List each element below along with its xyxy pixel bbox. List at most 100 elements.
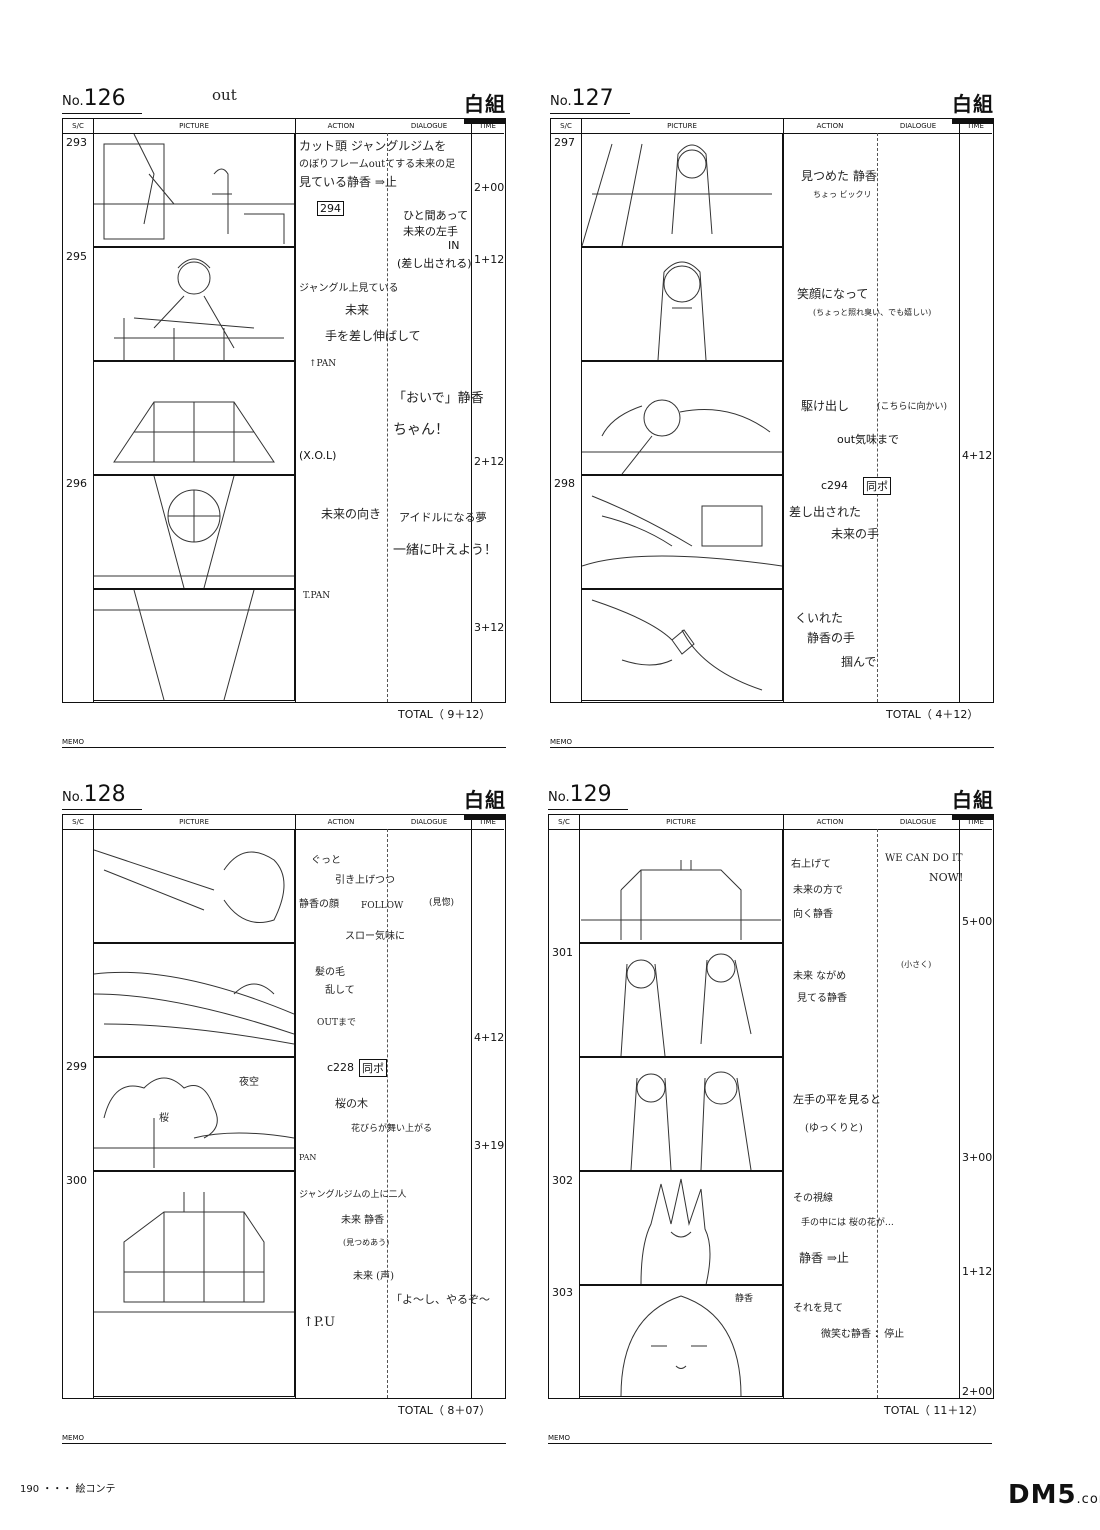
action-note: くいれた [795,611,844,625]
studio-name: 白組 [952,88,994,124]
action-note: 向く静香 [793,909,833,920]
dialogue-note: (小さく) [901,960,932,969]
header-time: TIME [959,815,992,830]
cut-number: 296 [66,477,87,490]
picture-panel [579,829,783,943]
action-note: 静香 ⇒止 [799,1251,849,1265]
action-note: FOLLOW [361,901,404,911]
action-note: ジャングルジムの上に二人 [299,1190,407,1200]
action-note: 未来の向き [321,507,382,521]
dialogue-note: WE CAN DO IT [885,853,963,864]
same-position-tag: 同ポ [359,1059,387,1077]
header-picture: PICTURE [579,815,783,830]
action-note: c294 [821,479,849,492]
dialogue-note: ちゃん！ [393,422,449,438]
picture-panel [93,943,295,1057]
cut-number: 299 [66,1060,87,1073]
action-note: 未来 静香 [341,1215,385,1226]
action-note: ↑P.U [303,1315,336,1330]
action-note: c228 [327,1061,355,1074]
action-note: カット頭 ジャングルジムを [299,139,447,153]
header-sc: S/C [63,119,93,134]
header-dialogue: DIALOGUE [877,815,959,830]
picture-panel [93,589,295,701]
action-note: ぐっと [311,855,341,866]
action-note: ちょっ ビックリ [813,190,872,199]
picture-panel [579,1285,783,1397]
action-note: 静香の顔 [299,899,339,910]
time-value: 3+12 [474,621,505,634]
action-note: out気味まで [837,433,900,446]
pan-tag: PAN [299,1153,317,1162]
action-note: (ゆっくりと) [805,1123,863,1134]
action-note: (X.O.L) [299,449,337,462]
time-value: 4+12 [962,449,993,462]
dialogue-note: (差し出される) [397,257,472,270]
same-position-tag: 同ポ [863,477,891,495]
action-note: 笑顔になって [797,287,869,301]
header-sc: S/C [549,815,579,830]
header-action: ACTION [783,815,877,830]
header-action: ACTION [783,119,877,134]
picture-panel [93,829,295,943]
header-time: TIME [471,815,504,830]
header-picture: PICTURE [581,119,783,134]
character-tag: 未来 [345,303,370,317]
time-value: 4+12 [474,1031,505,1044]
picture-panel [579,1057,783,1171]
action-note: 桜の木 [335,1097,368,1110]
action-note: 未来の手 [831,527,880,541]
storyboard-grid: S/C PICTURE ACTION DIALOGUE TIME [548,814,994,1399]
studio-name: 白組 [464,784,506,820]
sheet-number: No.126 [62,86,142,114]
picture-panel [93,247,295,361]
action-note: 静香の手 [807,631,856,645]
action-note: 微笑む静香 ：停止 [821,1329,905,1340]
action-note: 右上げて [791,859,831,870]
cut-number: 298 [554,477,575,490]
action-note: 手を差し伸ばして [325,329,421,343]
scene-tag: 夜空 [239,1077,259,1088]
cut-number: 300 [66,1174,87,1187]
character-tag: 静香 [735,1294,754,1304]
action-note: 掴んで [841,655,877,669]
storyboard-sheet-128: No.128 白組 S/C PICTURE ACTION DIALOGUE TI… [62,782,506,1452]
header-picture: PICTURE [93,815,295,830]
storyboard-sheet-127: No.127 白組 S/C PICTURE ACTION DIALOGUE TI… [550,86,994,756]
header-sc: S/C [63,815,93,830]
header-time: TIME [959,119,992,134]
header-time: TIME [471,119,504,134]
picture-panel [581,589,783,701]
action-note: ジャングル上見ている [299,283,399,294]
time-value: 1+12 [474,253,505,266]
header-action: ACTION [295,815,387,830]
cut-number: 295 [66,250,87,263]
action-note: 見つめた 静香 [801,169,877,183]
storyboard-grid: S/C PICTURE ACTION DIALOGUE TIME [550,118,994,703]
dialogue-note: 「おいで」静香 [393,391,484,406]
margin-scribble: out [212,86,237,104]
page-footer: 190 ・・・ 絵コンテ [20,1484,116,1495]
picture-panel [581,475,783,589]
dialogue-note: IN [448,239,460,252]
dialogue-note: (こちらに向かい) [877,402,948,412]
inset-cut-number: 294 [317,201,344,216]
picture-panel [579,1171,783,1285]
pan-tag: ↑PAN [309,359,337,369]
picture-panel [93,361,295,475]
time-value: 5+00 [962,915,993,928]
action-note: 未来の方で [793,885,843,896]
action-note: 乱して [325,985,355,996]
dialogue-note: 未来の左手 [403,225,458,238]
time-value: 2+12 [474,455,505,468]
header-action: ACTION [295,119,387,134]
total-time: TOTAL（ 11＋12） [884,1404,984,1417]
action-note: 引き上げつつ [335,875,395,886]
memo-line: MEMO [62,1434,506,1444]
action-note: 花びらが舞い上がる [351,1124,433,1134]
studio-name: 白組 [952,784,994,820]
dialogue-note: (見惚) [429,898,455,908]
time-value: 1+12 [962,1265,993,1278]
header-dialogue: DIALOGUE [877,119,959,134]
dialogue-note: 「よ〜し、やるぞ〜 [391,1293,490,1306]
